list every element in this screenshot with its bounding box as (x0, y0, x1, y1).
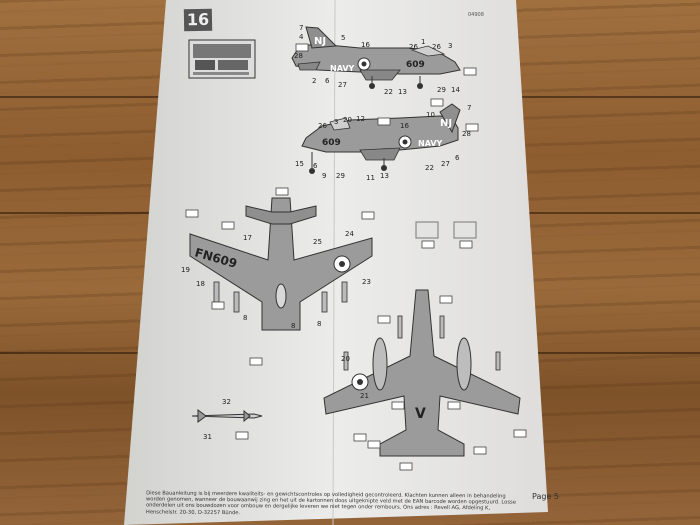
callout-label: 10 (426, 111, 435, 119)
callout-label: 7 (299, 24, 303, 32)
callouts-side1: 7 4 5 16 26 1 26 3 28 2 6 27 22 13 29 14 (294, 24, 460, 96)
bottom-view: V (323, 289, 521, 457)
top-view: FN609 (189, 197, 373, 331)
callout-label: 26 (318, 122, 327, 130)
navy-text-2: NAVY (418, 139, 443, 148)
callout-label: 8 (243, 314, 247, 322)
color-code-boxes (185, 43, 527, 471)
callout-label: 32 (222, 398, 231, 406)
belly-code: V (415, 406, 426, 422)
callout-label: 29 (437, 86, 446, 94)
callout-label: 27 (338, 81, 347, 89)
callout-label: 11 (366, 174, 375, 182)
callout-label: 19 (181, 266, 190, 274)
callout-label: 22 (384, 88, 393, 96)
callout-label: 22 (425, 164, 434, 172)
callouts-missile: 32 31 (203, 398, 231, 441)
callout-label: 17 (243, 234, 252, 242)
callouts-top: 17 25 24 19 18 23 8 8 8 (181, 230, 371, 330)
tail-code: NJ (314, 36, 326, 47)
page-number: Page 5 (532, 492, 559, 501)
side-view-upper: NJ NAVY 609 (291, 26, 461, 89)
color-swatch (453, 221, 477, 239)
callout-label: 8 (317, 320, 321, 328)
callout-label: 28 (462, 130, 471, 138)
callout-label: 6 (455, 154, 460, 162)
callout-label: 20 (341, 355, 350, 363)
decal-sheet-thumbnail (188, 39, 256, 79)
callout-label: 7 (467, 104, 471, 112)
callout-label: 5 (341, 34, 345, 42)
callout-label: 6 (313, 162, 318, 170)
callout-label: 15 (295, 160, 304, 168)
callout-label: 8 (291, 322, 295, 330)
callout-label: 31 (203, 433, 212, 441)
callout-label: 29 (336, 172, 345, 180)
callouts-side2: 10 7 26 3 20 12 16 28 15 6 9 29 11 13 22… (295, 104, 471, 182)
callout-label: 26 (432, 43, 441, 51)
callout-label: 14 (451, 86, 460, 94)
callout-label: 24 (345, 230, 354, 238)
product-code: 04908 (468, 12, 484, 18)
callout-label: 16 (361, 41, 370, 49)
callout-label: 1 (421, 38, 425, 46)
footer-note: Diese Bauanleitung is bij meerdere kwali… (145, 490, 516, 516)
callout-label: 9 (322, 172, 326, 180)
callout-label: 26 (409, 43, 418, 51)
modex-number: 609 (406, 60, 425, 70)
callout-label: 18 (196, 280, 205, 288)
tail-code-2: NJ (440, 118, 452, 129)
callout-label: 2 (312, 77, 316, 85)
callout-label: 13 (398, 88, 407, 96)
callout-label: 13 (380, 172, 389, 180)
callout-label: 23 (362, 278, 371, 286)
callout-label: 28 (294, 52, 303, 60)
step-number: 16 (183, 8, 213, 32)
callout-label: 3 (334, 118, 338, 126)
callout-label: 12 (356, 115, 365, 123)
side-view-lower: NJ NAVY 609 (301, 103, 461, 174)
navy-text: NAVY (330, 64, 355, 73)
callouts-bottom: 20 21 (341, 355, 369, 400)
callout-label: 21 (360, 392, 369, 400)
color-swatch (415, 221, 439, 239)
callout-label: 27 (441, 160, 450, 168)
callout-label: 6 (325, 77, 330, 85)
callout-label: 25 (313, 238, 322, 246)
callout-label: 16 (400, 122, 409, 130)
callout-label: 4 (299, 33, 304, 41)
callout-label: 20 (343, 116, 352, 124)
modex-number-2: 609 (322, 138, 341, 148)
callout-label: 3 (448, 42, 452, 50)
missile-drawing (191, 409, 263, 423)
